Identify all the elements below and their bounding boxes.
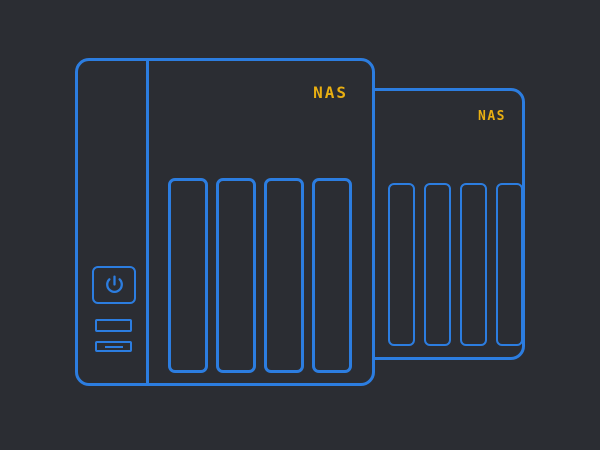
drive-bay	[460, 183, 487, 346]
power-button	[92, 266, 136, 304]
front-panel-divider	[146, 61, 149, 383]
drive-bay	[424, 183, 451, 346]
drive-bay	[312, 178, 352, 373]
nas-front-label: NAS	[313, 83, 348, 102]
drive-bay	[168, 178, 208, 373]
drive-bay	[388, 183, 415, 346]
drive-bay-array-front	[168, 178, 352, 373]
drive-bay-array-rear	[388, 183, 523, 346]
drive-bay	[216, 178, 256, 373]
drive-bay	[496, 183, 523, 346]
power-icon	[102, 273, 127, 298]
front-panel-slot	[95, 319, 132, 332]
nas-rear-label: NAS	[478, 109, 506, 124]
front-panel-slot	[95, 341, 132, 352]
nas-device-front: NAS	[75, 58, 375, 386]
slot-line	[104, 345, 123, 348]
drive-bay	[264, 178, 304, 373]
